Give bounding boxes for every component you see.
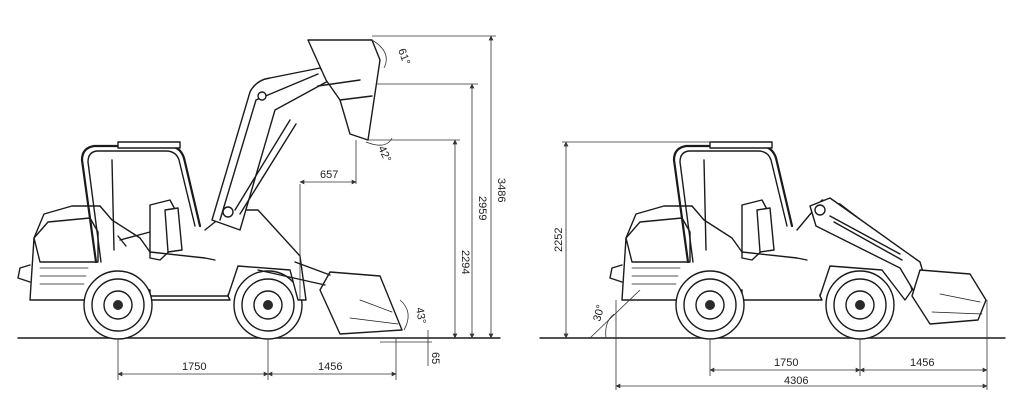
bucket-lowered-right [911, 269, 987, 325]
cab-height-label: 2252 [553, 228, 565, 252]
max-height-label: 3486 [495, 178, 507, 202]
rollback-ground-label: 43° [413, 306, 428, 324]
lowered-arm-link [257, 261, 331, 286]
hinge-height-label: 2959 [476, 196, 488, 220]
departure-arc [605, 313, 615, 339]
rops-frame-inner [87, 150, 196, 263]
left-dimensions: 1750 1456 657 2294 2959 3486 65 61° 42° … [117, 35, 507, 380]
tilt-cylinder-right [829, 215, 903, 261]
bucket-teeth-right [931, 293, 983, 315]
engine-hood-right [625, 217, 691, 263]
front-wheel-right [825, 270, 895, 340]
steering [117, 231, 151, 247]
rops-frame-inner-right [679, 150, 788, 263]
arm-pivot-right [814, 204, 826, 216]
rops-roof-right [709, 141, 773, 149]
dump-height-label: 2294 [459, 250, 471, 274]
bucket-raised [307, 39, 381, 141]
arm-pivot-2 [222, 206, 234, 218]
lift-arm-inner [219, 73, 319, 221]
bucket-lowered [319, 271, 403, 335]
right-loader-view [539, 141, 1006, 340]
dump-reach-label: 657 [320, 169, 338, 181]
departure-angle-label: 30° [591, 304, 607, 323]
rear-counterweight-right [609, 264, 623, 283]
wheelbase-label-right: 1750 [774, 357, 798, 369]
bucket-teeth [349, 299, 399, 325]
overhang-label-left: 1456 [318, 361, 342, 373]
rops-pillar [111, 159, 115, 251]
dump-angle-label: 42° [375, 144, 393, 164]
wheelbase-label-left: 1750 [182, 361, 206, 373]
engine-hood [33, 217, 99, 263]
rops-roof [117, 141, 181, 149]
rear-grille-right [631, 267, 681, 285]
dig-depth-label: 65 [429, 352, 441, 364]
overall-length-label: 4306 [784, 375, 808, 387]
right-dimensions: 2252 30° 1750 1456 4306 [553, 141, 988, 390]
extinguisher [164, 207, 183, 253]
departure-line [589, 289, 641, 339]
rollback-top-arc [371, 39, 387, 69]
overhang-label-right: 1456 [910, 357, 934, 369]
arm-pivot [257, 91, 267, 101]
lift-arm-raised [211, 67, 331, 231]
lift-cylinder [234, 119, 297, 215]
rear-wheel-right [675, 270, 745, 340]
bucket-raised-lip [317, 79, 373, 101]
rops-pillar-right [703, 159, 707, 251]
left-loader-view [17, 39, 501, 340]
dump-angle-arc [365, 137, 393, 146]
rollback-ground-arc [399, 299, 409, 331]
rollback-top-label: 61° [395, 47, 412, 67]
front-wheel-left [233, 270, 303, 340]
extinguisher-right [756, 207, 775, 253]
rear-counterweight [17, 264, 31, 283]
rear-wheel-left [83, 270, 153, 340]
rear-grille [39, 267, 89, 285]
